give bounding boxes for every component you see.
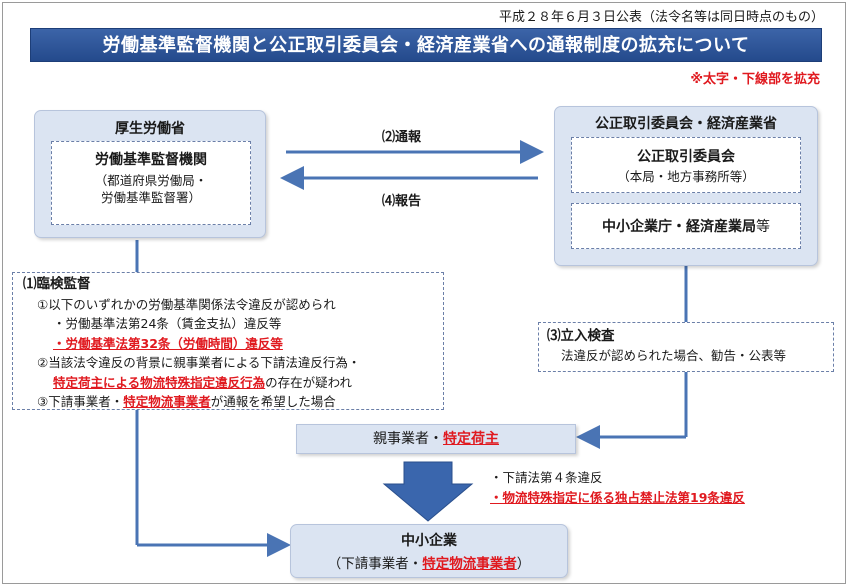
on-site-text: 法違反が認められた場合、勧告・公表等 xyxy=(561,348,787,363)
sme-sub-red: 特定物流事業者 xyxy=(422,556,517,572)
parent-business-box: 親事業者・特定荷主 xyxy=(296,424,576,454)
mhlw-box: 厚生労働省 労働基準監督機関 （都道府県労働局・ 労働基準監督署） xyxy=(34,110,266,238)
violation-1: ・下請法第４条違反 xyxy=(490,470,603,485)
sme-agency-box: 中小企業庁・経済産業局等 xyxy=(571,203,801,249)
labor-standards-title: 労働基準監督機関 xyxy=(95,152,207,168)
big-down-arrow xyxy=(382,461,474,522)
publication-date: 平成２８年６月３日公表（法令名等は同日時点のもの） xyxy=(498,10,824,25)
sme-box: 中小企業 （下請事業者・特定物流事業者） xyxy=(290,524,568,578)
sme-agency-suffix: 等 xyxy=(756,219,770,235)
inspection-line6-post: が通報を希望した場合 xyxy=(210,394,336,409)
jftc-meti-box: 公正取引委員会・経済産業省 公正取引委員会 （本局・地方事務所等） 中小企業庁・… xyxy=(554,106,818,266)
inspection-line1: ①以下のいずれかの労働基準関係法令違反が認められ xyxy=(37,296,336,312)
inspection-title: ⑴臨検監督 xyxy=(23,276,91,292)
labor-standards-sub2: 労働基準監督署） xyxy=(100,190,201,205)
sme-sub-pre: （下請事業者・ xyxy=(327,556,423,572)
inspection-line5-red: 特定荷主による物流特殊指定違反行為 xyxy=(53,374,266,390)
jftc-title: 公正取引委員会 xyxy=(637,149,735,165)
jftc-meti-title: 公正取引委員会・経済産業省 xyxy=(595,116,777,132)
inspection-box: ⑴臨検監督 ①以下のいずれかの労働基準関係法令違反が認められ ・労働基準法第24… xyxy=(12,272,444,410)
violation-2: ・物流特殊指定に係る独占禁止法第19条違反 xyxy=(490,490,745,505)
sme-title: 中小企業 xyxy=(401,533,457,549)
mhlw-title: 厚生労働省 xyxy=(115,121,185,137)
jftc-sub: （本局・地方事務所等） xyxy=(617,169,755,184)
inspection-line5-rest: の存在が疑われ xyxy=(265,374,353,390)
labor-standards-box: 労働基準監督機関 （都道府県労働局・ 労働基準監督署） xyxy=(51,141,251,225)
on-site-title: ⑶立入検査 xyxy=(547,328,615,344)
feedback-label: ⑷報告 xyxy=(382,194,422,209)
parent-label-pre: 親事業者・ xyxy=(373,431,443,447)
labor-standards-sub1: （都道府県労働局・ xyxy=(94,173,208,188)
jftc-box: 公正取引委員会 （本局・地方事務所等） xyxy=(571,137,801,193)
report-label: ⑵通報 xyxy=(382,130,422,145)
expansion-note: ※太字・下線部を拡充 xyxy=(690,72,820,87)
inspection-line6-pre: ③下請事業者・ xyxy=(37,394,124,409)
inspection-line2: ・労働基準法第24条（賃金支払）違反等 xyxy=(53,316,282,331)
on-site-inspection-box: ⑶立入検査 法違反が認められた場合、勧告・公表等 xyxy=(538,322,834,372)
inspection-line4: ②当該法令違反の背景に親事業者による下請法違反行為・ xyxy=(37,355,361,370)
sme-agency-title: 中小企業庁・経済産業局 xyxy=(602,219,756,235)
sme-sub-post: ） xyxy=(516,556,531,572)
parent-label-red: 特定荷主 xyxy=(443,431,499,447)
inspection-line6-red: 特定物流事業者 xyxy=(123,394,211,409)
page-title: 労働基準監督機関と公正取引委員会・経済産業省への通報制度の拡充について xyxy=(30,28,822,62)
violations-list: ・下請法第４条違反 ・物流特殊指定に係る独占禁止法第19条違反 xyxy=(490,468,745,508)
inspection-line3: ・労働基準法第32条（労働時間）違反等 xyxy=(53,335,283,351)
